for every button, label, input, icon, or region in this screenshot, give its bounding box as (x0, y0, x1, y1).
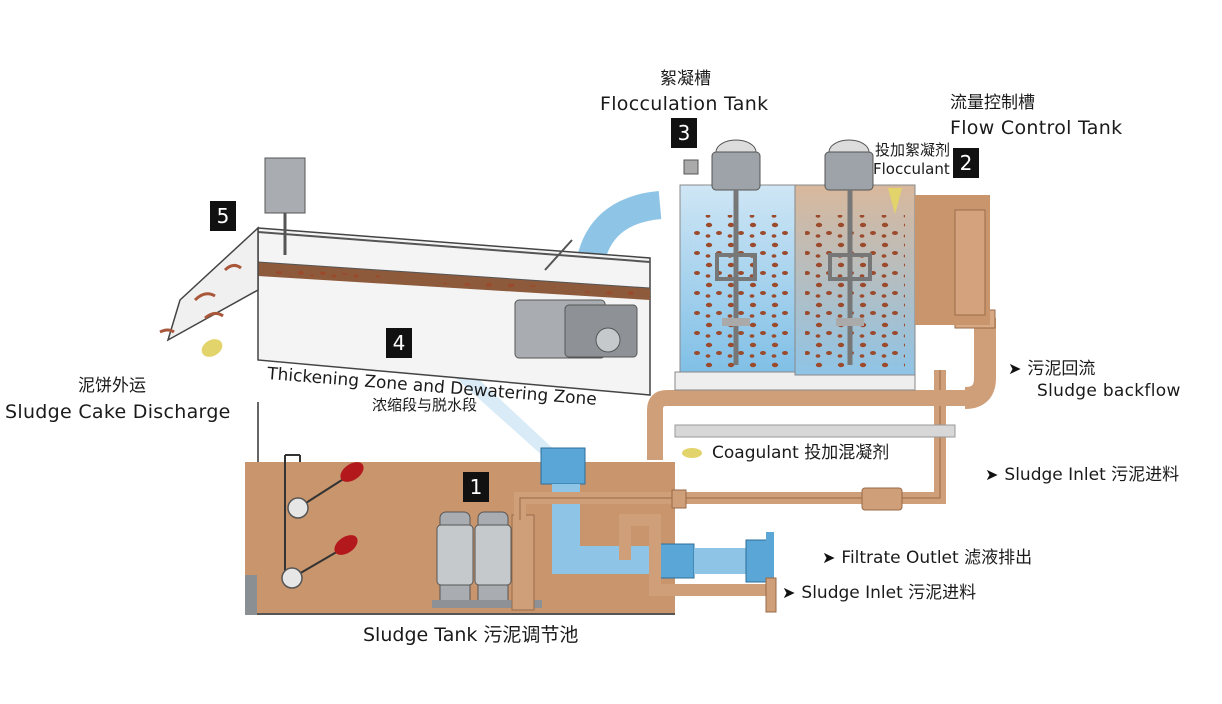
marker-5: 5 (210, 201, 236, 231)
flow-control-tank-cn-label: 流量控制槽 (950, 93, 1035, 113)
flocculation-tank-cn-label: 絮凝槽 (660, 69, 711, 89)
sludge-pumps (432, 511, 542, 611)
marker-2: 2 (953, 148, 979, 178)
sludge-inlet-1-text: Sludge Inlet 污泥进料 (1004, 465, 1180, 485)
sludge-inlet-2-label: ➤ Sludge Inlet 污泥进料 (782, 583, 977, 604)
flocculation-tank-en-label: Flocculation Tank (600, 93, 769, 115)
filtrate-outlet-text: Filtrate Outlet 滤液排出 (841, 548, 1033, 568)
coagulant-label: Coagulant 投加混凝剂 (712, 443, 890, 463)
marker-1: 1 (463, 472, 489, 502)
support-plate (674, 424, 956, 438)
sludge-backflow-label: ➤ 污泥回流 (1008, 359, 1096, 380)
flow-control-tank (794, 139, 990, 376)
sludge-backflow-arrow-icon: ➤ (1008, 359, 1022, 378)
sludge-backflow-cn: 污泥回流 (1027, 359, 1096, 379)
screw-press (257, 157, 651, 396)
marker-3: 3 (671, 118, 697, 148)
discharge-chute (159, 226, 259, 357)
sludge-inlet-2-arrow-icon: ➤ (782, 583, 796, 602)
thickening-zone-cn-label: 浓缩段与脱水段 (372, 396, 478, 414)
coagulant-marker (682, 448, 702, 458)
filtrate-outlet-label: ➤ Filtrate Outlet 滤液排出 (822, 548, 1033, 569)
flocculant-cn-label: 投加絮凝剂 (875, 141, 951, 159)
sludge-cake-en-label: Sludge Cake Discharge (5, 401, 231, 423)
sludge-inlet-1-arrow-icon: ➤ (985, 465, 999, 484)
flocculant-en-label: Flocculant (873, 160, 950, 178)
sludge-cake-cn-label: 泥饼外运 (78, 376, 146, 396)
filtrate-outlet-arrow-icon: ➤ (822, 548, 836, 567)
sludge-tank-label: Sludge Tank 污泥调节池 (363, 624, 579, 646)
flocculation-tank (674, 139, 916, 391)
sludge-inlet-2-text: Sludge Inlet 污泥进料 (801, 583, 977, 603)
sludge-backflow-en-label: Sludge backflow (1037, 381, 1181, 401)
flow-control-tank-en-label: Flow Control Tank (950, 117, 1123, 139)
sludge-inlet-1-label: ➤ Sludge Inlet 污泥进料 (985, 465, 1180, 486)
marker-4: 4 (386, 328, 412, 358)
level-switches (281, 454, 364, 589)
